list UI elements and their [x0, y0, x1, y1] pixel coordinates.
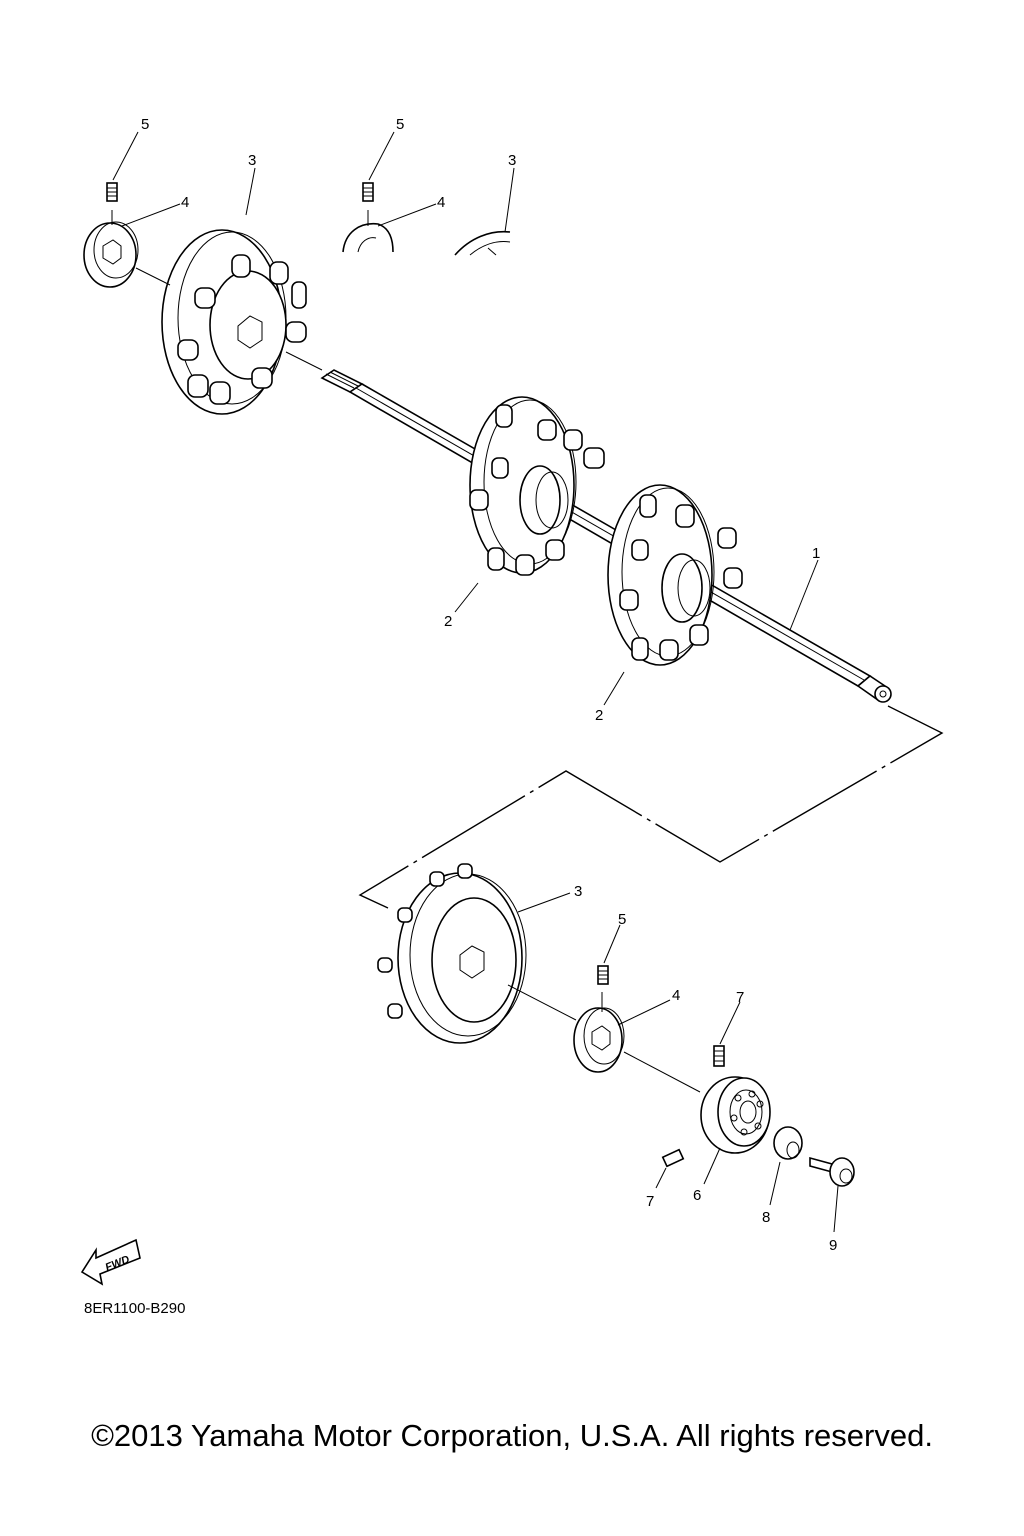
bolt-9 [809, 1156, 855, 1187]
sprocket-2-right [607, 484, 743, 666]
fwd-arrow-icon: FWD [80, 1238, 141, 1286]
bearing-6 [700, 1076, 771, 1154]
sprocket-wheel-3-lower [377, 863, 527, 1044]
collar-4-lower [573, 992, 625, 1073]
callout-7-b: 7 [646, 1193, 654, 1210]
set-screw-5-top-left [106, 182, 118, 202]
callout-4-b: 4 [437, 194, 445, 211]
sprocket-wheel-3-left [161, 167, 307, 415]
callout-5-c: 5 [618, 911, 626, 928]
callout-2-b: 2 [595, 707, 603, 724]
drive-shaft-1 [320, 369, 892, 703]
callout-8: 8 [762, 1209, 770, 1226]
callout-4-c: 4 [672, 987, 680, 1004]
callout-1: 1 [812, 545, 820, 562]
callout-3-b: 3 [574, 883, 582, 900]
callout-7-a: 7 [736, 989, 744, 1006]
wheel-3-top-right-partial [454, 230, 511, 256]
copyright-notice: ©2013 Yamaha Motor Corporation, U.S.A. A… [91, 1418, 933, 1453]
callout-6: 6 [693, 1187, 701, 1204]
callout-2-a: 2 [444, 613, 452, 630]
callout-3-a: 3 [248, 152, 256, 169]
drawing-code: 8ER1100-B290 [84, 1300, 186, 1317]
callout-5-b: 5 [396, 116, 404, 133]
set-screw-5-lower [597, 965, 609, 985]
callout-4-a: 4 [181, 194, 189, 211]
callout-5-a: 5 [141, 116, 149, 133]
callout-3-cut: 3 [508, 152, 516, 169]
sprocket-2-middle [469, 396, 605, 576]
set-screw-5-top-middle [362, 182, 374, 202]
collar-4-top-left [83, 210, 139, 288]
set-screw-7-side [661, 1148, 685, 1168]
cap-8 [773, 1126, 803, 1160]
assembly-connector-line [358, 705, 944, 909]
collar-4-top-middle-partial [342, 210, 394, 253]
set-screw-7-top [713, 1045, 725, 1067]
callout-9: 9 [829, 1237, 837, 1254]
